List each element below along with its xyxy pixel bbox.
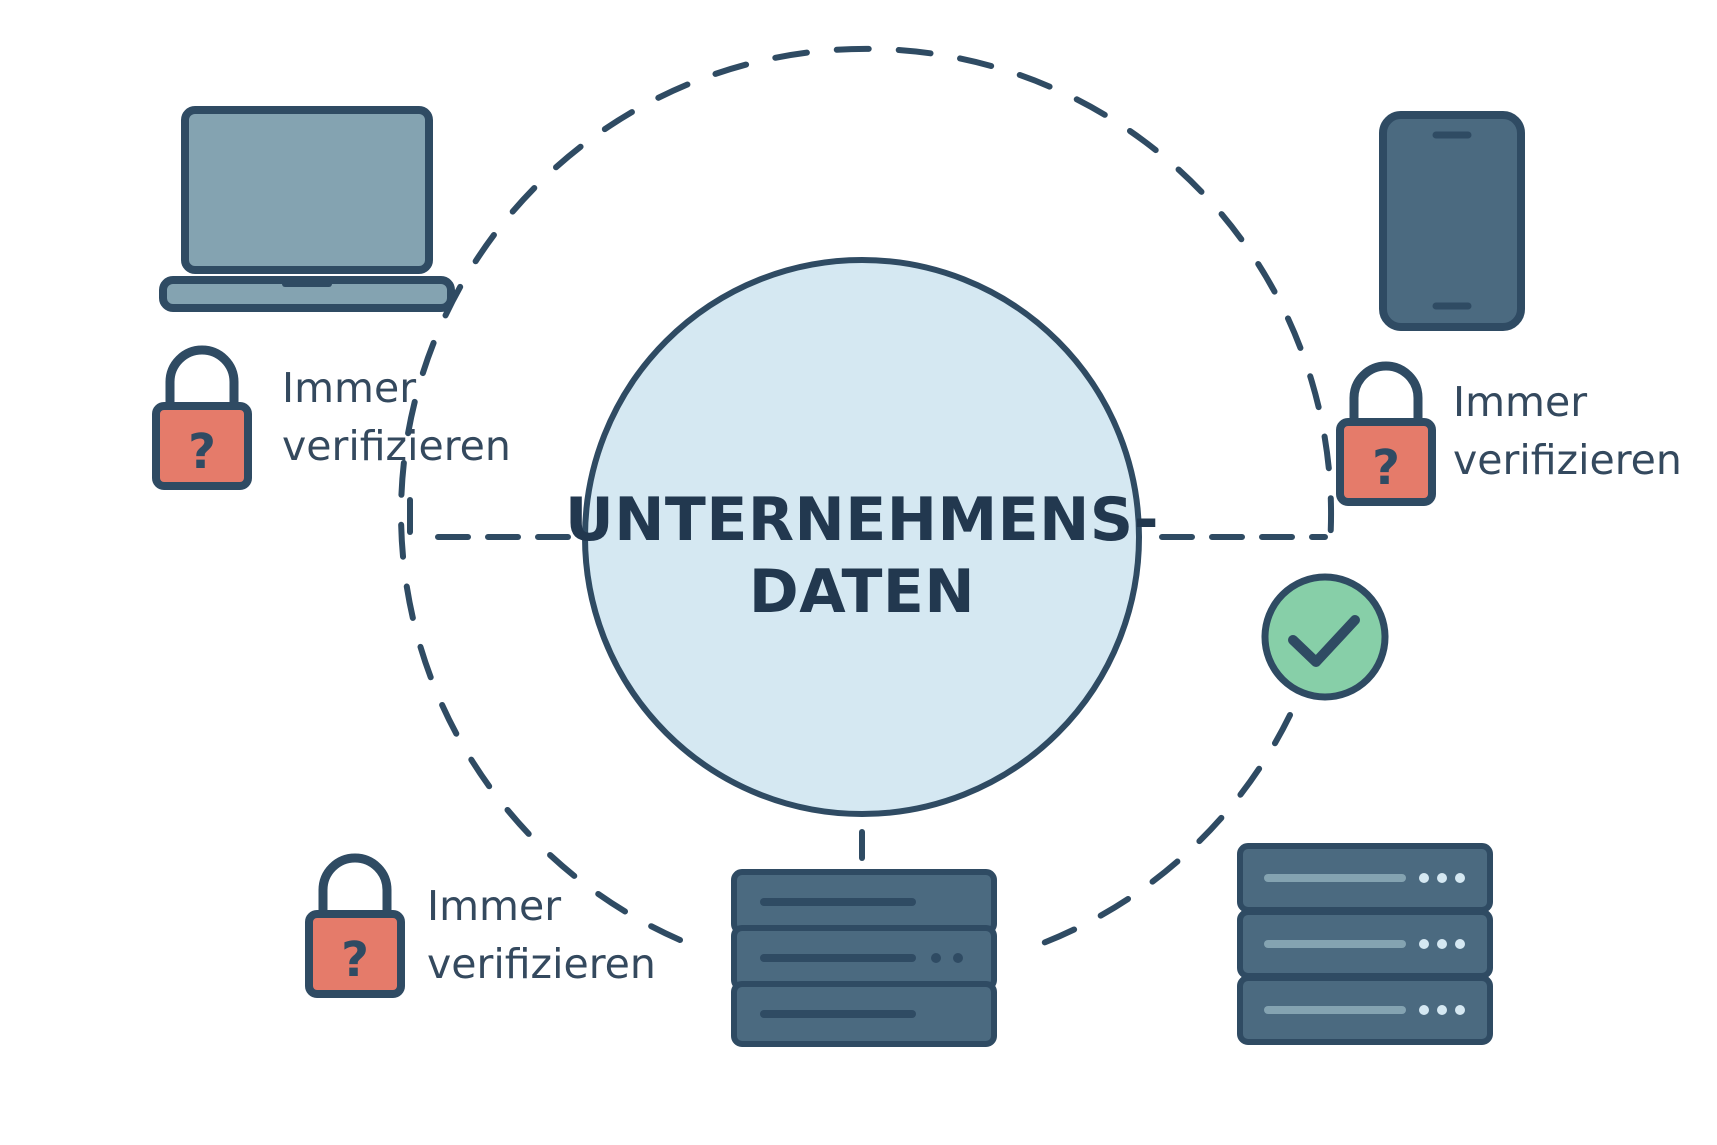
lock-label-laptop-line1: Immer <box>282 364 416 412</box>
lock-label-bottom-left-line1: Immer <box>427 882 561 930</box>
lock-label-bottom-left-line2: verifizieren <box>427 940 656 988</box>
core-label-line2: DATEN <box>749 557 975 627</box>
svg-text:?: ? <box>341 932 369 988</box>
lock-question-icon: ? <box>152 345 252 490</box>
core-data: UNTERNEHMENS- DATEN <box>565 257 1159 817</box>
svg-text:?: ? <box>1372 440 1400 496</box>
server-icon <box>731 869 997 1047</box>
lock-label-bottom-left: Immer verifizieren <box>427 882 656 988</box>
server-icon <box>1237 843 1493 1045</box>
perimeter-arc-main <box>398 45 1335 943</box>
connectors <box>435 534 1328 861</box>
lock-label-phone-line2: verifizieren <box>1453 436 1682 484</box>
lock-label-laptop: Immer verifizieren <box>282 364 511 470</box>
perimeter <box>398 45 1335 951</box>
core-circle <box>582 257 1142 817</box>
checkmark-icon <box>1261 573 1389 701</box>
lock-question-icon: ? <box>1336 361 1436 506</box>
laptop-icon <box>159 106 455 312</box>
svg-text:?: ? <box>188 424 216 480</box>
lock-label-phone-line1: Immer <box>1453 378 1587 426</box>
smartphone-icon <box>1379 111 1525 331</box>
perimeter-arc-lower-right <box>1027 712 1293 951</box>
lock-label-phone: Immer verifizieren <box>1453 378 1682 484</box>
lock-label-laptop-line2: verifizieren <box>282 422 511 470</box>
core-label-line1: UNTERNEHMENS- <box>565 485 1159 555</box>
lock-question-icon: ? <box>305 853 405 998</box>
